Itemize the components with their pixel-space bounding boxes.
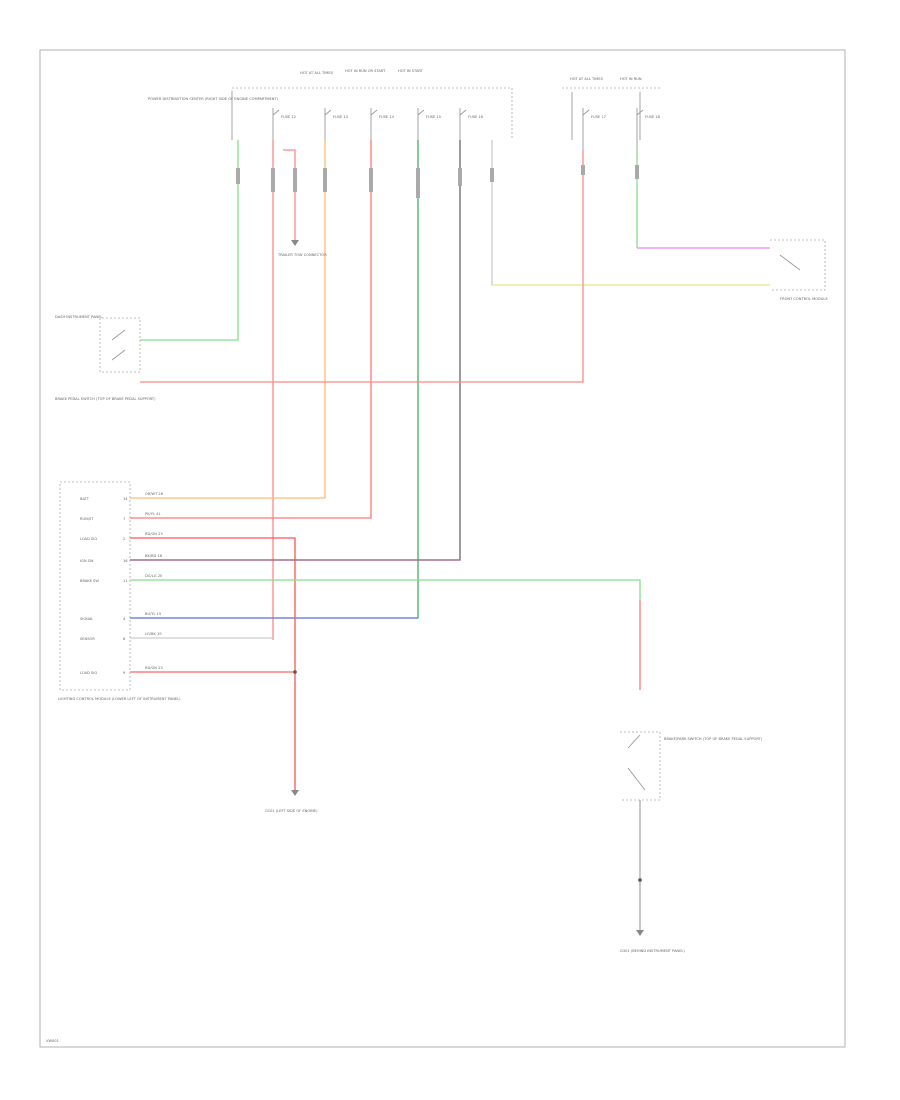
- svg-text:TRAILER TOW CONNECTOR: TRAILER TOW CONNECTOR: [277, 253, 327, 257]
- svg-text:DASH INSTRUMENT PANEL: DASH INSTRUMENT PANEL: [55, 315, 102, 319]
- bottom-switch: BRAKE/PARK SWITCH (TOP OF BRAKE PEDAL SU…: [620, 731, 763, 801]
- pin-row: SENSOR 6 LG/BK 19: [80, 632, 162, 641]
- fuse-box-outline: [231, 87, 513, 140]
- svg-text:PK/YL 41: PK/YL 41: [145, 512, 161, 516]
- ground-left: G101 (LEFT SIDE OF ENGINE): [265, 790, 318, 813]
- svg-text:BRAKE/PARK SWITCH (TOP OF BRAK: BRAKE/PARK SWITCH (TOP OF BRAKE PEDAL SU…: [664, 737, 763, 741]
- svg-text:7: 7: [123, 517, 125, 521]
- svg-text:DG/LG 20: DG/LG 20: [145, 574, 163, 578]
- wire-red-dash-return: [140, 150, 584, 383]
- wire-pink-runst: [130, 140, 372, 519]
- connector: [490, 168, 494, 182]
- svg-text:4: 4: [123, 617, 126, 621]
- wire-green-dash: [140, 140, 239, 341]
- brake-switch-label: BRAKE PEDAL SWITCH (TOP OF BRAKE PEDAL S…: [55, 397, 156, 401]
- svg-text:LOAD SIG: LOAD SIG: [80, 671, 97, 675]
- connector: [323, 168, 327, 192]
- fuse-label-3: HOT IN START: [398, 69, 424, 73]
- right-fuse-label-2: HOT IN RUN: [620, 77, 642, 81]
- connector: [236, 168, 240, 184]
- connector: [416, 168, 420, 198]
- svg-text:14: 14: [123, 497, 128, 501]
- right-fuse-label-1: HOT AT ALL TIMES: [570, 77, 604, 81]
- controller-label: LIGHTING CONTROL MODULE (LOWER LEFT OF I…: [58, 697, 181, 701]
- figure-code: VW001: [46, 1039, 59, 1043]
- svg-text:RD/GN 23: RD/GN 23: [145, 666, 163, 670]
- dash-switch: DASH INSTRUMENT PANEL: [55, 315, 141, 373]
- svg-text:RUN/ST: RUN/ST: [80, 517, 94, 521]
- svg-text:9: 9: [123, 671, 126, 675]
- fuse-13: FUSE 13: [324, 108, 348, 140]
- right-fuse-group: FUSE 17 FUSE 18 HOT AT ALL TIMES HOT IN …: [562, 77, 661, 150]
- svg-text:BU/YL 15: BU/YL 15: [145, 612, 161, 616]
- svg-text:FUSE 17: FUSE 17: [591, 115, 606, 119]
- svg-text:G101 (LEFT SIDE OF ENGINE): G101 (LEFT SIDE OF ENGINE): [265, 809, 318, 813]
- pin-row: IGN SW 16 BK/RD 18: [80, 554, 163, 563]
- svg-text:RD/GN 23: RD/GN 23: [145, 532, 163, 536]
- pin-rows: BATT 14 OR/WT 26 RUN/ST 7 PK/YL 41 LOAD SIG 2…: [80, 492, 164, 675]
- connector: [635, 165, 639, 179]
- fuse-18: FUSE 18: [636, 108, 661, 150]
- wire-red-trailer: [283, 149, 296, 240]
- pin-row: LOAD SIG 2 RD/GN 23: [80, 532, 163, 541]
- fuse-14: FUSE 14: [370, 108, 395, 140]
- svg-text:2: 2: [123, 537, 125, 541]
- connector: [271, 168, 275, 192]
- svg-text:BATT: BATT: [80, 497, 90, 501]
- svg-text:OR/WT 26: OR/WT 26: [145, 492, 164, 496]
- wires: [130, 140, 770, 930]
- connector: [581, 165, 585, 175]
- wire-red-loadsig: [130, 537, 296, 790]
- wire-orange-batt: [130, 140, 326, 499]
- trailer-connector: TRAILER TOW CONNECTOR: [277, 240, 327, 257]
- svg-text:FUSE 14: FUSE 14: [379, 115, 395, 119]
- svg-text:FUSE 18: FUSE 18: [645, 115, 661, 119]
- connector-markers: [236, 165, 639, 198]
- controller: LIGHTING CONTROL MODULE (LOWER LEFT OF I…: [58, 481, 181, 701]
- fuse-box: HOT AT ALL TIMES HOT IN RUN OR START HOT…: [148, 69, 513, 140]
- svg-text:BRAKE SW: BRAKE SW: [80, 579, 99, 583]
- svg-text:FRONT CONTROL MODULE: FRONT CONTROL MODULE: [780, 297, 828, 301]
- svg-text:11: 11: [123, 579, 128, 583]
- svg-text:6: 6: [123, 637, 126, 641]
- controller-outline: [59, 481, 131, 691]
- fuse-15: FUSE 15: [417, 108, 441, 140]
- wire-green-sensor: [130, 140, 419, 619]
- distribution-center-label: POWER DISTRIBUTION CENTER (RIGHT SIDE OF…: [148, 97, 279, 101]
- svg-text:LOAD SIG: LOAD SIG: [80, 537, 97, 541]
- pin-row: BRAKE SW 11 DG/LG 20: [80, 574, 163, 583]
- connector: [293, 168, 297, 192]
- diagram-frame: [39, 49, 846, 1048]
- pin-row: BATT 14 OR/WT 26: [80, 492, 164, 501]
- pin-row: SIGNAL 4 BU/YL 15: [80, 612, 161, 621]
- svg-text:FUSE 13: FUSE 13: [333, 115, 348, 119]
- svg-text:SENSOR: SENSOR: [80, 637, 95, 641]
- brake-pedal-switch: FRONT CONTROL MODULE: [770, 239, 828, 301]
- splice-point: [638, 878, 642, 882]
- svg-text:IGN SW: IGN SW: [80, 559, 94, 563]
- fuse-16: FUSE 16: [459, 108, 484, 140]
- svg-text:BK/RD 18: BK/RD 18: [145, 554, 163, 558]
- svg-text:16: 16: [123, 559, 128, 563]
- connector: [458, 168, 462, 186]
- svg-text:FUSE 15: FUSE 15: [426, 115, 441, 119]
- pin-row: LOAD SIG 9 RD/GN 23: [80, 666, 163, 675]
- svg-text:SIGNAL: SIGNAL: [80, 617, 93, 621]
- wire-gray-brake: [491, 140, 770, 286]
- fuse-label-1: HOT AT ALL TIMES: [300, 71, 334, 75]
- wire-green-brakesw: [130, 579, 641, 690]
- connector: [369, 168, 373, 192]
- splice-point: [293, 670, 297, 674]
- fuse-label-2: HOT IN RUN OR START: [345, 69, 386, 73]
- svg-text:FUSE 12: FUSE 12: [281, 115, 296, 119]
- svg-text:LG/BK 19: LG/BK 19: [145, 632, 162, 636]
- svg-text:FUSE 16: FUSE 16: [468, 115, 484, 119]
- pin-row: RUN/ST 7 PK/YL 41: [80, 512, 161, 521]
- fuse-17: FUSE 17: [582, 108, 606, 150]
- ground-bottom: G301 (BEHIND INSTRUMENT PANEL): [620, 930, 685, 953]
- fuse-12: FUSE 12: [272, 108, 296, 140]
- svg-text:G301 (BEHIND INSTRUMENT PANEL): G301 (BEHIND INSTRUMENT PANEL): [620, 949, 685, 953]
